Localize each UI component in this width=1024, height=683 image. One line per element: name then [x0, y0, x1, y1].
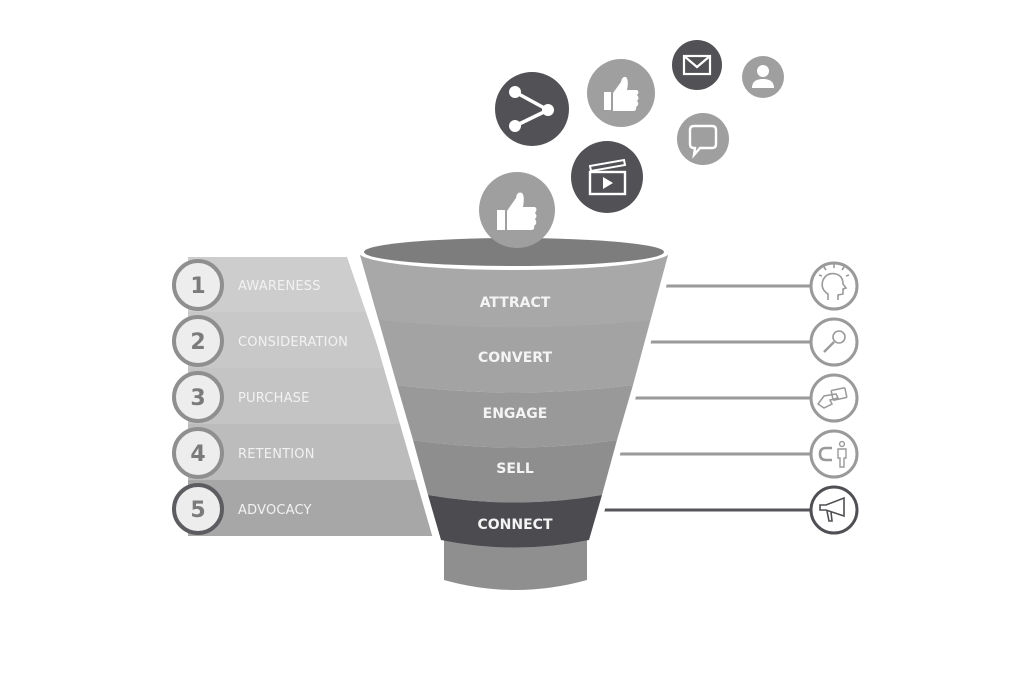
funnel-layer-engage — [397, 385, 633, 448]
stage-5: 5 ADVOCACY — [172, 483, 312, 535]
funnel-layer-attract — [360, 255, 668, 328]
stage-label: RETENTION — [238, 447, 315, 462]
chat-icon — [677, 113, 729, 165]
stage-band-3 — [188, 368, 403, 424]
stage-label: CONSIDERATION — [238, 335, 348, 350]
stage-number: 4 — [190, 442, 205, 467]
funnel-label-attract: ATTRACT — [480, 295, 551, 311]
funnel: ATTRACT CONVERT ENGAGE SELL CONNECT — [348, 234, 678, 590]
stage-1: 1 AWARENESS — [172, 259, 321, 311]
social-icons — [479, 40, 784, 248]
funnel-layer-connect — [428, 495, 602, 548]
stage-band-2 — [188, 312, 385, 368]
stage-4: 4 RETENTION — [172, 427, 315, 479]
stage-band — [188, 257, 438, 536]
number-badge — [172, 483, 224, 535]
email-icon — [672, 40, 722, 90]
funnel-label-convert: CONVERT — [478, 350, 552, 366]
funnel-label-engage: ENGAGE — [483, 406, 548, 422]
stage-icons — [809, 261, 859, 535]
user-icon — [742, 56, 784, 98]
video-icon — [571, 141, 643, 213]
stage-band-5 — [188, 480, 438, 536]
stage-band-4 — [188, 424, 421, 480]
stage-3: 3 PURCHASE — [172, 371, 310, 423]
funnel-label-sell: SELL — [496, 461, 534, 477]
stage-2: 2 CONSIDERATION — [172, 315, 348, 367]
magnet-person-icon — [809, 429, 859, 479]
stage-number: 3 — [190, 386, 205, 411]
thumbs-up-icon — [587, 59, 655, 127]
stage-label: ADVOCACY — [238, 503, 312, 518]
stage-number: 2 — [190, 330, 205, 355]
hand-card-icon — [809, 373, 859, 423]
funnel-opening — [364, 238, 664, 266]
head-lightbulb-icon — [809, 261, 859, 311]
connector-lines — [588, 284, 812, 512]
number-badge — [172, 427, 224, 479]
stage-band-1 — [188, 257, 366, 312]
number-badge — [172, 259, 224, 311]
stage-number: 5 — [190, 498, 205, 523]
funnel-layer-sell — [413, 440, 617, 503]
funnel-label-connect: CONNECT — [478, 517, 553, 533]
thumbs-up-icon — [479, 172, 555, 248]
stage-label: PURCHASE — [238, 391, 310, 406]
megaphone-icon — [809, 485, 859, 535]
stage-number: 1 — [190, 274, 205, 299]
number-badge — [172, 315, 224, 367]
stage-label: AWARENESS — [238, 279, 321, 294]
magnifier-icon — [809, 317, 859, 367]
stage-numbers: 1 AWARENESS 2 CONSIDERATION 3 PURCHASE 4… — [172, 259, 348, 535]
share-icon — [495, 72, 569, 146]
number-badge — [172, 371, 224, 423]
